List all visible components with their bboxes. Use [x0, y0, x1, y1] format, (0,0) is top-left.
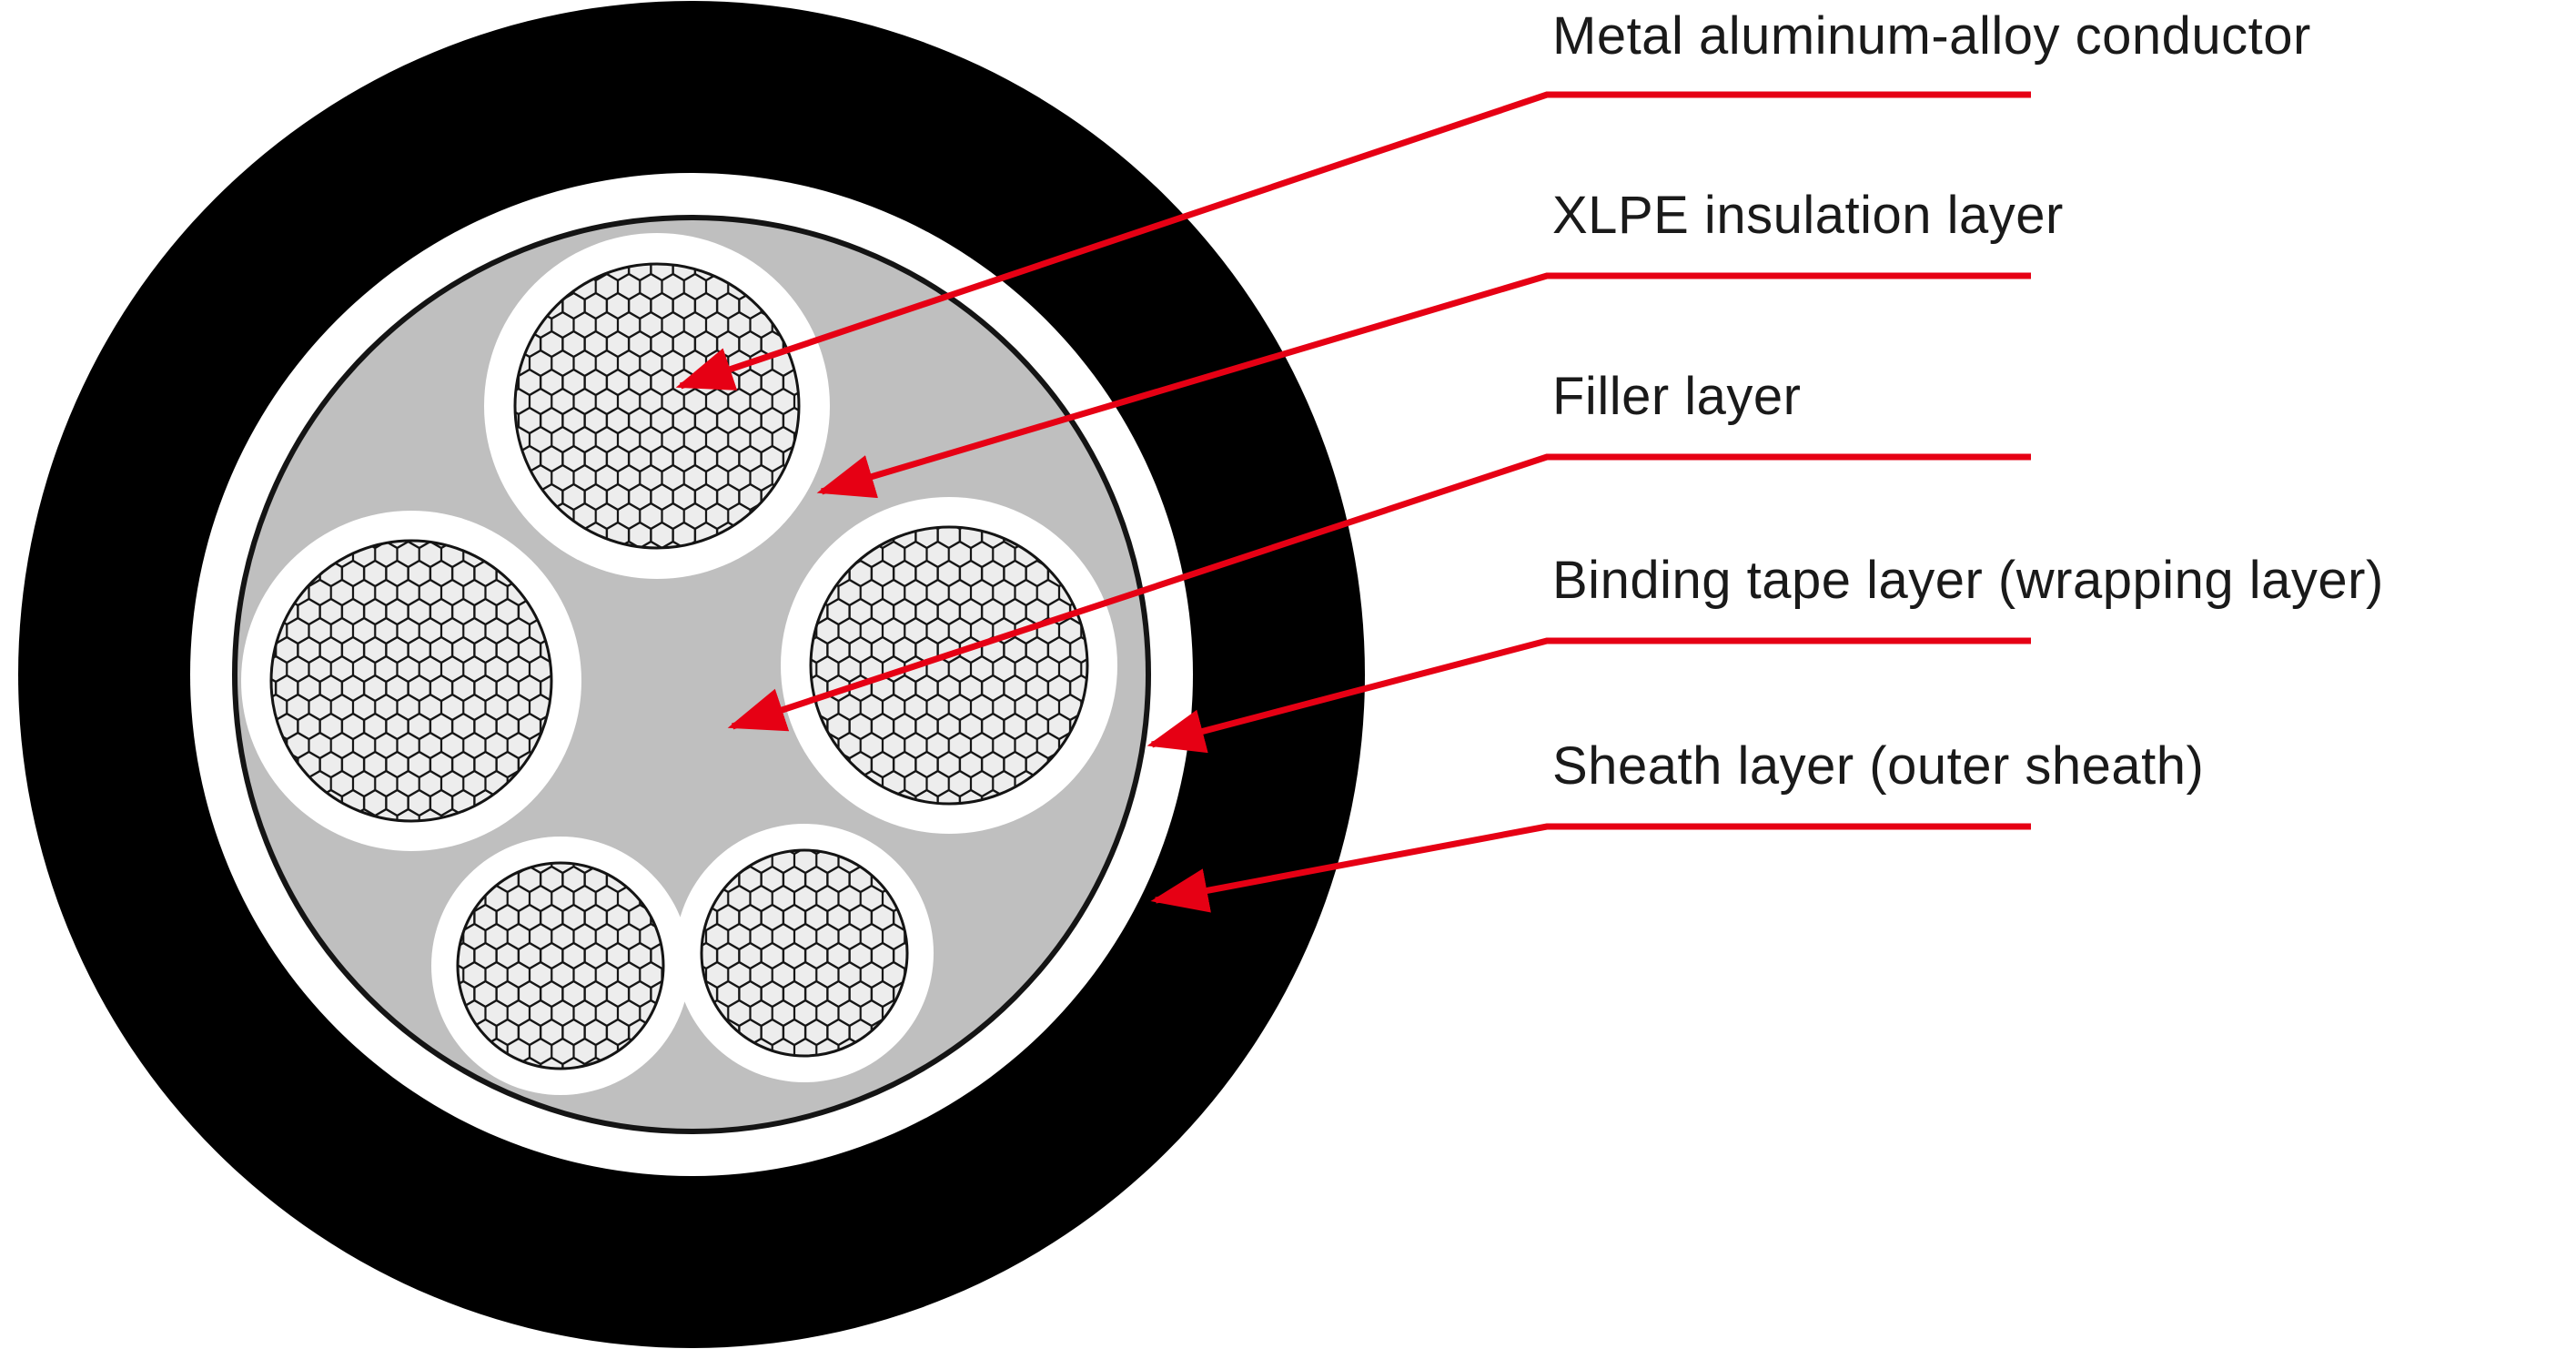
arrow-binding [1147, 637, 2031, 754]
arrow-filler [727, 453, 2031, 732]
conductor-strands [700, 848, 909, 1058]
conductor-strands [809, 525, 1089, 806]
leader-arrows [675, 91, 2031, 913]
arrow-conductor [675, 91, 2031, 390]
conductor-strands [269, 539, 553, 823]
arrow-sheath [1150, 823, 2031, 913]
label-metal-aluminum-alloy-conductor: Metal aluminum-alloy conductor [1552, 6, 2311, 66]
label-binding-tape-layer: Binding tape layer (wrapping layer) [1552, 551, 2384, 610]
conductor-bottom-left [431, 837, 690, 1095]
arrow-insulation [816, 272, 2031, 499]
conductor-left [241, 511, 581, 851]
conductor-strands [456, 861, 665, 1070]
label-filler-layer: Filler layer [1552, 367, 1802, 426]
label-xlpe-insulation-layer: XLPE insulation layer [1552, 186, 2064, 245]
conductor-bottom-right [675, 824, 934, 1082]
conductor-right [781, 497, 1117, 834]
conductor-strands [513, 262, 801, 550]
conductor-top [484, 233, 830, 579]
label-sheath-layer: Sheath layer (outer sheath) [1552, 736, 2205, 796]
